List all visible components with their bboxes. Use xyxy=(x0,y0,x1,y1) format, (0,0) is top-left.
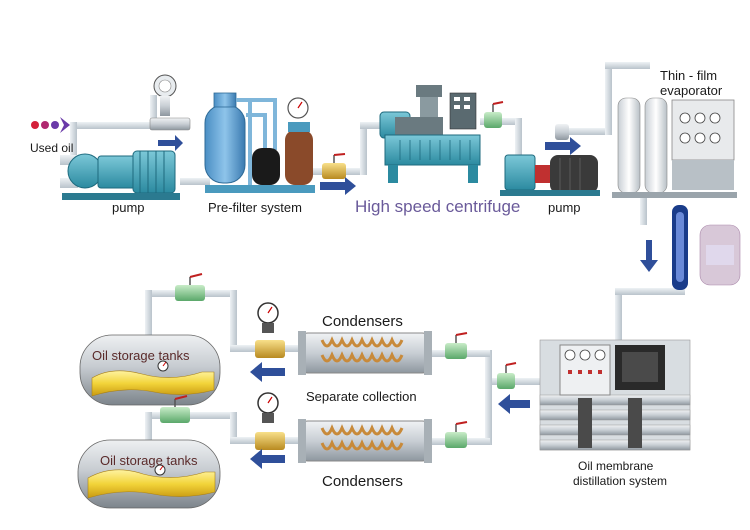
oil-storage-tank-top-icon xyxy=(79,334,221,406)
valve-condenser-bottom-icon xyxy=(445,421,468,448)
membrane-distillation-system-icon xyxy=(539,339,691,451)
valve-condenser-top-icon xyxy=(445,332,468,359)
centrifuge-icon xyxy=(379,85,481,183)
valve-centrifuge-icon xyxy=(484,101,504,128)
pump-left-icon xyxy=(60,150,180,200)
prefilter-system-icon xyxy=(204,92,315,193)
evaporator-label-line1: Thin - film xyxy=(660,68,718,83)
valve-prefilter-icon xyxy=(322,153,346,179)
gauge-top-icon xyxy=(255,302,285,358)
distillation-column-icon xyxy=(672,205,741,290)
oil-storage-tank-bottom-icon xyxy=(77,439,221,509)
storage-top-label: Oil storage tanks xyxy=(92,348,190,363)
centrifuge-label: High speed centrifuge xyxy=(355,197,521,216)
flow-arrow-membrane-icon xyxy=(498,394,530,414)
valve-pump-right-icon xyxy=(555,124,569,140)
flow-meter-icon xyxy=(149,74,191,131)
valve-membrane-icon xyxy=(497,362,517,389)
condensers-top-label: Condensers xyxy=(322,313,403,330)
flow-arrow-3-icon xyxy=(545,137,581,155)
pump-right-label: pump xyxy=(548,200,581,215)
valve-storage-top-icon xyxy=(175,273,205,301)
prefilter-label: Pre-filter system xyxy=(208,200,302,215)
membrane-label-line1: Oil membrane xyxy=(578,459,654,473)
evaporator-label-line2: evaporator xyxy=(660,83,723,98)
separate-collection-label: Separate collection xyxy=(306,389,417,404)
condensers-bottom-label: Condensers xyxy=(322,473,403,490)
flow-arrow-1-icon xyxy=(158,135,183,151)
condenser-bottom-icon xyxy=(298,419,432,463)
storage-bottom-label: Oil storage tanks xyxy=(100,453,198,468)
flow-arrow-down-icon xyxy=(640,240,658,272)
gauge-bottom-icon xyxy=(255,392,285,450)
pump-left-label: pump xyxy=(112,200,145,215)
flow-arrow-top-tank-icon xyxy=(250,362,285,382)
used-oil-inlet-icon xyxy=(31,117,70,133)
flow-arrow-2-icon xyxy=(320,177,356,195)
thin-film-evaporator-icon xyxy=(612,97,737,198)
membrane-label-line2: distillation system xyxy=(573,474,668,488)
pump-right-icon xyxy=(500,154,600,196)
used-oil-label: Used oil xyxy=(30,141,74,155)
condenser-top-icon xyxy=(298,331,432,375)
valve-storage-bottom-icon xyxy=(160,395,190,423)
flow-arrow-bottom-tank-icon xyxy=(250,449,285,469)
